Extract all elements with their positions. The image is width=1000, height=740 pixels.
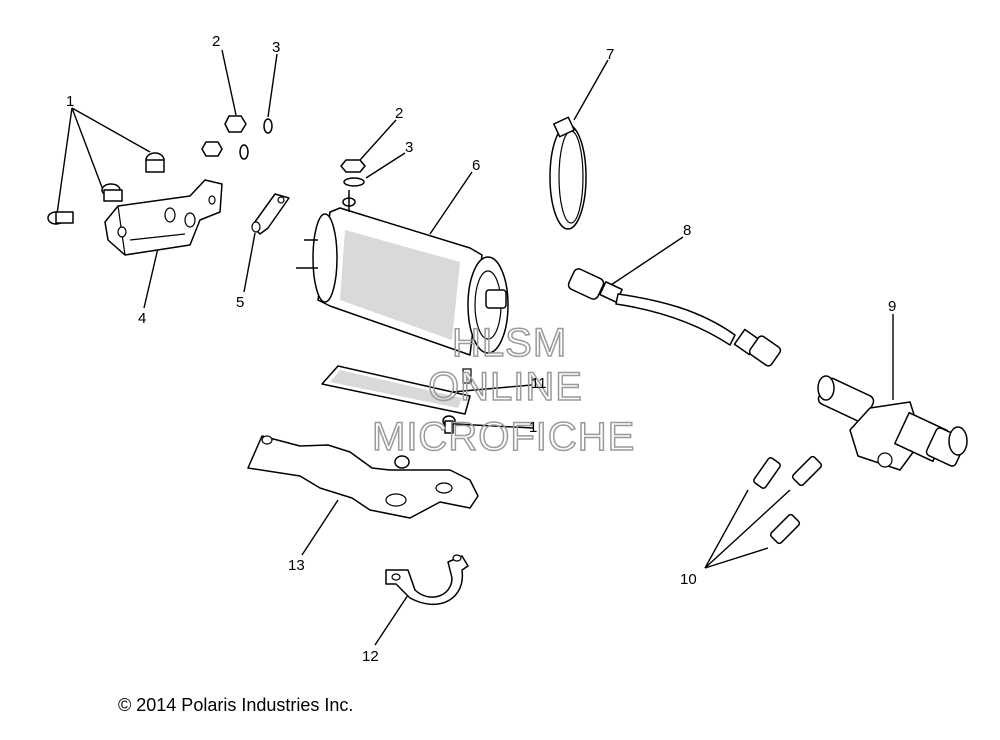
starter-drive-part-9 (817, 375, 968, 471)
leader-lines (56, 49, 894, 646)
callout-2-upper: 2 (212, 33, 220, 50)
nuts-and-washers (201, 115, 366, 187)
callout-8: 8 (683, 222, 691, 239)
callout-3-lower: 3 (405, 139, 413, 156)
watermark: HLSM ONLINE MICROFICHE (371, 320, 635, 460)
callout-10: 10 (680, 571, 697, 588)
callout-6: 6 (472, 157, 480, 174)
callout-4: 4 (138, 310, 146, 327)
callout-1-lower: 1 (529, 419, 537, 436)
callout-7: 7 (606, 46, 614, 63)
callout-9: 9 (888, 298, 896, 315)
callout-numbers: 1 2 3 2 3 4 5 6 7 8 9 10 11 1 12 13 (66, 33, 896, 665)
callout-11: 11 (531, 375, 547, 392)
mounting-bracket-part-4 (104, 179, 223, 256)
watermark-line-3: MICROFICHE (372, 415, 635, 459)
watermark-line-2: ONLINE (428, 365, 583, 409)
callout-1-upper: 1 (66, 93, 74, 110)
starter-motor-part-6 (296, 190, 509, 384)
callout-12: 12 (362, 648, 379, 665)
callout-5: 5 (236, 294, 244, 311)
lower-bracket-part-13 (247, 415, 479, 519)
callout-13: 13 (288, 557, 305, 574)
terminal-plate-part-5 (251, 193, 290, 235)
callout-3-upper: 3 (272, 39, 280, 56)
cable-part-8 (567, 268, 782, 367)
watermark-line-1: HLSM (452, 321, 567, 365)
foam-pad-part-11 (321, 365, 471, 415)
callout-2-lower: 2 (395, 105, 403, 122)
cap-screws-part-10 (753, 455, 823, 545)
hose-clamp-part-7 (549, 116, 587, 230)
strap-clamp-part-12 (385, 554, 469, 606)
copyright-notice: © 2014 Polaris Industries Inc. (118, 695, 354, 715)
bolt-part-1 (47, 152, 165, 225)
